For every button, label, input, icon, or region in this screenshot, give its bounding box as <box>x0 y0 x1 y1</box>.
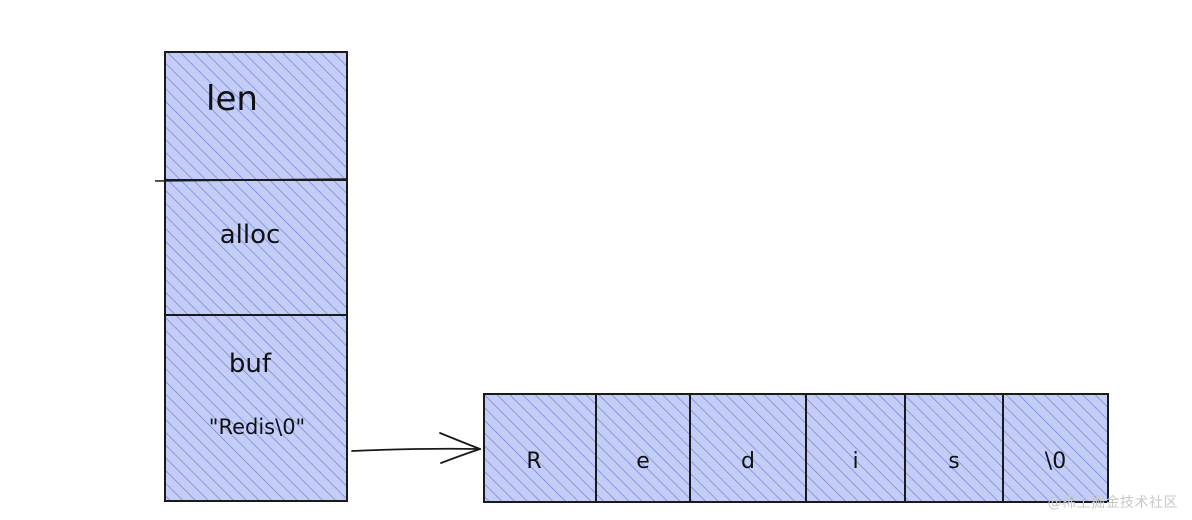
char-cell-label: e <box>636 449 650 474</box>
watermark: @稀土掘金技术社区 <box>1047 495 1178 511</box>
pointer-arrow <box>351 432 481 464</box>
struct-field-buf-label: buf <box>229 349 272 379</box>
struct-divider-sketch <box>154 178 348 182</box>
char-cell-label: s <box>948 449 959 474</box>
struct-field-alloc-label: alloc <box>220 220 281 250</box>
char-cell-box <box>805 393 906 503</box>
struct-field-len-box <box>164 51 348 181</box>
char-cell-label: d <box>741 449 755 474</box>
struct-field-alloc-box <box>164 179 348 316</box>
struct-field-len-label: len <box>206 79 258 119</box>
char-cell-box <box>483 393 597 503</box>
char-cell-box <box>595 393 691 503</box>
char-cell-box <box>1002 393 1109 503</box>
char-cell-label: R <box>526 449 541 474</box>
char-cell-box <box>689 393 807 503</box>
char-cell-box <box>904 393 1004 503</box>
struct-field-buf-value: "Redis\0" <box>209 415 305 439</box>
struct-field-buf-box <box>164 314 348 502</box>
char-cell-label: \0 <box>1045 449 1066 474</box>
sds-struct: len alloc buf "Redis\0" <box>154 51 348 502</box>
char-cell-label: i <box>852 449 858 474</box>
